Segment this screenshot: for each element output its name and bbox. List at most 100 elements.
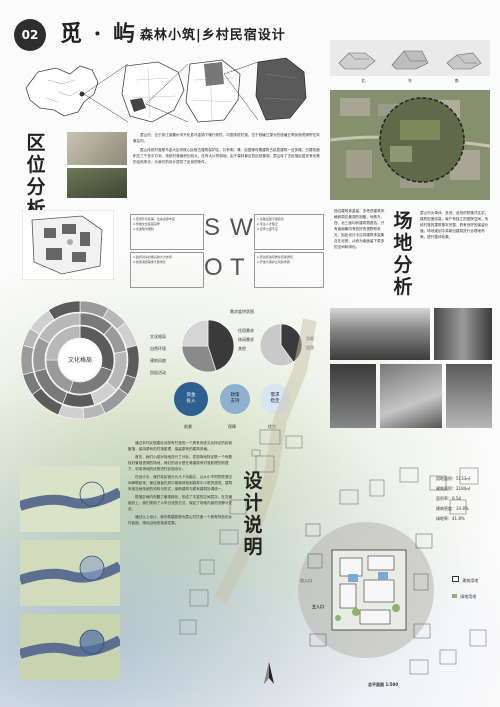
location-photo-2 [67,168,127,198]
stats-panel: 用地面积：5133㎡ 建筑面积：2184㎡ 容积率：0.54 建筑密度：34.8… [436,476,494,522]
legend-swatch-green [452,594,457,598]
design-paragraph-2: 首先，我们小组对场地进行了分析，发现场地特征是一个有着较好景观资源的场地，我们的… [128,455,233,471]
plan-legend-green: 绿地用地 [452,594,478,600]
donut-segment [125,344,140,379]
donut-segment [47,300,81,320]
swot-o-letter: O [204,254,223,281]
donut-legend: 文化格局 自然环境 建筑风貌 民俗活动 [150,334,166,376]
donut-segment [62,392,95,408]
aerial-photo-texture [330,90,490,200]
photo-gate [330,308,430,360]
perspective-models [330,40,490,76]
model-view-east [391,50,429,70]
section-number-badge: 02 [14,19,46,51]
pie-chart-title: 需求度饼状图 [230,309,254,314]
donut-center-label: 文化格局 [68,356,92,364]
plan-legend: 建筑用地 绿地用地 [452,576,478,600]
stat-building-area: 建筑面积：2184㎡ [436,486,471,491]
pie-legend-1: 住宿需求 休闲需求 其他 [238,328,254,352]
province-map [121,61,185,123]
bubble-investment: 资金 投入 [174,382,208,416]
china-map-province-lines [45,79,81,103]
location-text: 霞山村，位于浙江省衢州市开化县马金镇下辖行政村，中国传统村落、位于钱塘江源头的钱… [133,132,321,165]
swot-t-letter: T [230,254,245,281]
culture-donut-chart: 文化格局 [20,300,140,420]
swot-panel: 1.自然环境优美，生态资源丰富 2.传统文化底蕴深厚 3.交通较为便利 S W … [130,212,324,288]
pie-slice [207,319,235,372]
donut-segment [20,344,34,376]
donut-legend-item: 自然环境 [150,346,166,351]
scale-label: 总平面图 1:500 [368,682,399,687]
page-title: 觅 · 屿 [60,21,137,47]
city-highlight [130,98,146,112]
stat-far: 容积率：0.54 [436,496,461,501]
river-diagram-1 [20,466,120,532]
photo-collage [330,308,492,428]
photo-street [330,364,376,428]
site-plan-diagram [22,210,114,280]
pie1-legend-item: 其他 [238,346,246,351]
master-plan [298,522,434,658]
design-text: 通过本村民宿建设对原有村落的一个具有传统文化特征的民宿聚落，保持原有的村落肌理，… [128,440,234,526]
model-view-north [338,52,376,70]
design-paragraph-5: 通过以上设计，我们希望能够为霞山村打造一个具有特色的乡村民宿，带动当地的旅游发展… [128,515,233,525]
swot-o-text: 1.政府对乡村振兴的大力支持 2.旅游消费需求不断增长 [130,252,204,288]
swot-t-text: 1.周边民宿同质化竞争激烈 2.开发与保护之间的矛盾 [254,252,324,288]
photo-house [380,364,442,428]
pie-slice [259,323,294,367]
donut-legend-item: 建筑风貌 [150,358,166,363]
aerial-photo [330,90,490,200]
donut-segment [38,312,81,344]
county-highlight [204,62,224,86]
river-diagram-3 [20,614,120,680]
site-text-left: 西边建筑体量高、多考虑建筑风格和周边景观的相融，地势东、西、北三面均有建筑物遮挡… [334,209,385,249]
plan-legend-building: 建筑用地 [452,576,478,584]
location-maps [25,57,307,123]
river-diagram-2 [20,540,120,606]
north-arrow-icon [264,662,274,684]
legend-swatch-building [452,576,459,582]
view-label-north: 北 [361,78,366,83]
province-highlight [79,91,85,97]
swot-s-letter: S [204,214,221,241]
donut-legend-item: 民俗活动 [150,370,166,375]
county-map [255,57,307,121]
stat-site-area: 用地面积：5133㎡ [436,476,471,481]
legend-text-building: 建筑用地 [462,578,479,583]
bubble-label-prospect: 前景 [184,424,192,429]
donut-center [59,339,101,381]
view-label-south: 南 [454,78,459,83]
plan-label-secondary-entrance: 次入口 [300,578,312,583]
site-text-right: 霞山村为单体、多进、自然的院落式住宅，建筑密度较高，每户有独立的庭院空间。传统村… [420,211,489,239]
design-paragraph-1: 通过本村民宿建设对原有村落的一个具有传统文化特征的民宿聚落，保持原有的村落肌理，… [128,441,233,451]
location-paragraph-2: 霞山传统村落是马金大区块核心民宿古建筑保护区，共有明、清、民国等时期建筑古民居建… [133,148,320,164]
view-label-east: 东 [407,78,412,83]
location-photo-1 [67,132,127,165]
bubble-label-guarantee: 保障 [228,424,236,429]
context-site-outline [179,318,487,675]
stat-density: 建筑密度：34.8% [436,506,469,511]
swot-s-text: 1.自然环境优美，生态资源丰富 2.传统文化底蕴深厚 3.交通较为便利 [130,214,204,250]
page-subtitle: 森林小筑|乡村民宿设计 [140,28,286,43]
photo-alley-1 [434,308,492,360]
location-section-title: 区位分析 [26,132,46,220]
swot-w-text: 1.基础设施不够完善 2.专业人才缺乏 3.宣传力度不足 [254,214,324,250]
pie1-legend-item: 休闲需求 [238,337,254,342]
city-map [185,59,241,123]
donut-legend-item: 文化格局 [150,334,166,339]
pie1-legend-item: 住宿需求 [238,328,254,333]
plan-label-main-entrance: 主入口 [312,604,324,609]
stat-green: 绿地率：41.8% [436,516,465,521]
design-paragraph-4: 院落空间内布置了景观绿化，形成了丰富的空间层次。在交通组织上，我们采用了人车分流… [128,495,233,511]
demand-pie-1 [181,319,235,373]
perspective-labels: 北 东 南 [340,78,480,84]
design-paragraph-3: 在设计中，我们将民宿分为几个功能区，以大小不同的院落空间串联起来，使住宿者在其中… [128,475,233,491]
china-map [25,65,99,117]
site-section-title: 场地分析 [393,210,413,298]
pie-slice [181,345,217,373]
photo-alley-2 [446,364,492,428]
swot-w-letter: W [230,214,253,241]
pie-slice [181,319,209,347]
legend-text-green: 绿地用地 [460,594,477,599]
